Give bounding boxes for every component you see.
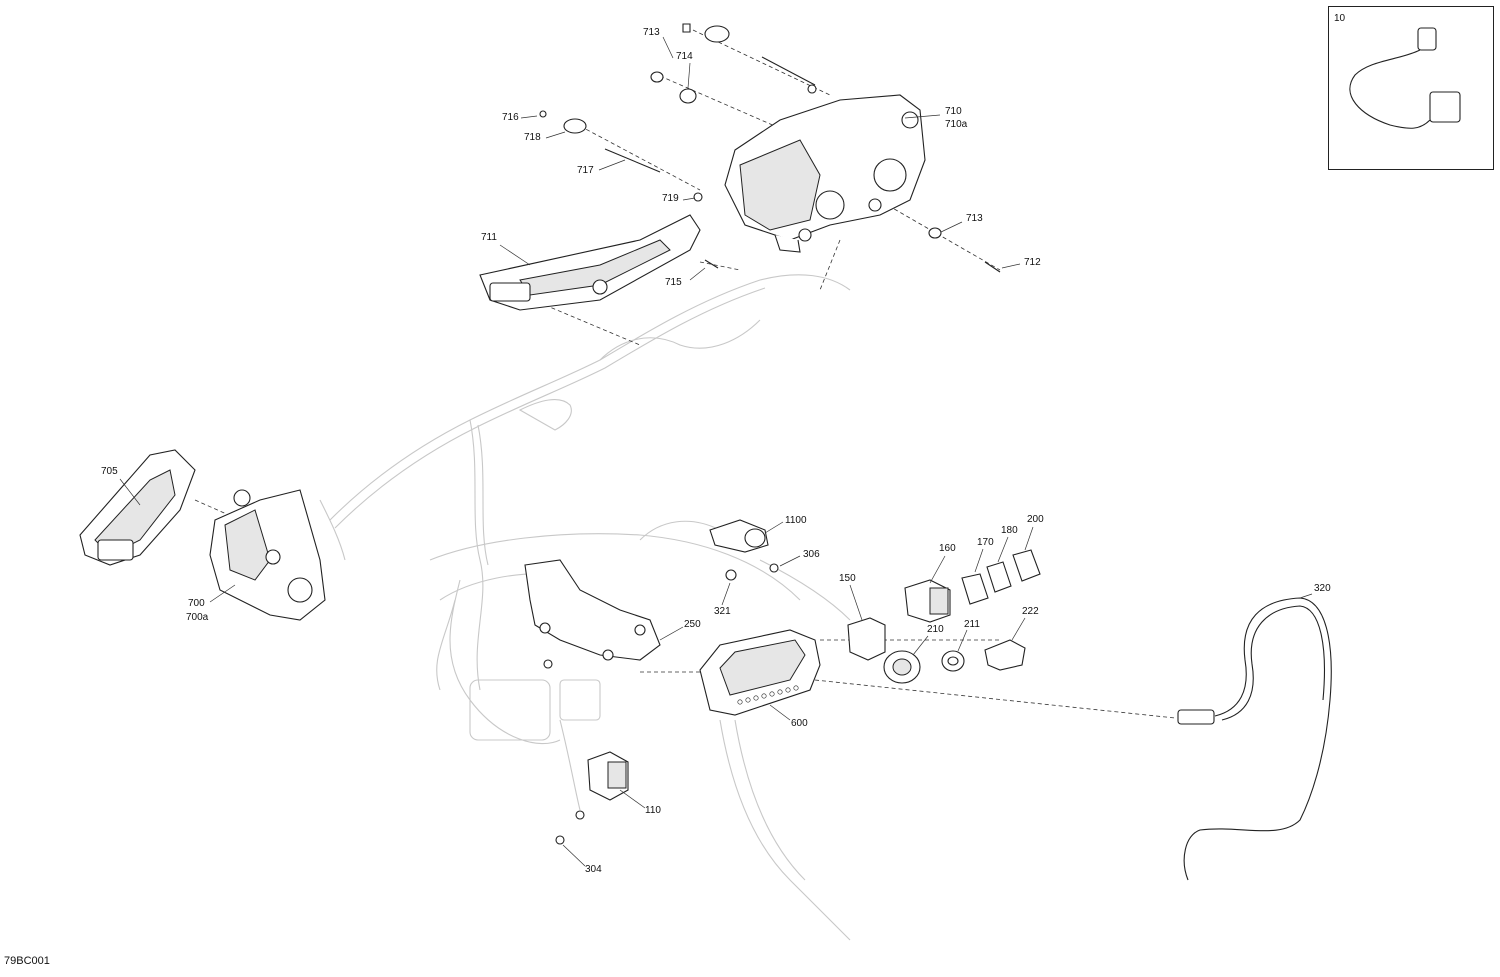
switches: [587, 549, 1041, 801]
callout-160: 160: [939, 543, 956, 554]
round-components: [543, 519, 1026, 845]
callout-705: 705: [101, 466, 118, 477]
leader-lines: [119, 36, 1313, 867]
bracket-250: [524, 559, 661, 661]
callout-700a: 700a: [186, 612, 209, 623]
figure-code: 79BC001: [4, 955, 50, 967]
callout-718: 718: [524, 132, 541, 143]
callout-170: 170: [977, 537, 994, 548]
headlight-700: [209, 489, 326, 621]
bracket-711: [479, 214, 701, 311]
inset-detail-box: 10: [1328, 6, 1494, 170]
callout-713b: 713: [966, 213, 983, 224]
callout-712: 712: [1024, 257, 1041, 268]
display-600: [699, 629, 821, 716]
callout-321: 321: [714, 606, 731, 617]
fasteners: [539, 23, 1001, 273]
callout-320: 320: [1314, 583, 1331, 594]
callout-713: 713: [643, 27, 660, 38]
callout-1100: 1100: [785, 515, 807, 526]
callout-180: 180: [1001, 525, 1018, 536]
callout-200: 200: [1027, 514, 1044, 525]
wiring-harness-background: [319, 274, 851, 941]
callout-717: 717: [577, 165, 594, 176]
callout-714: 714: [676, 51, 693, 62]
callout-710a: 710a: [945, 119, 968, 130]
callout-110: 110: [645, 805, 661, 816]
headlight-housing-710: [724, 94, 926, 253]
callout-700: 700: [188, 598, 205, 609]
callout-222: 222: [1022, 606, 1039, 617]
inset-harness-drawing: [1349, 27, 1461, 129]
callout-715: 715: [665, 277, 682, 288]
callout-711: 711: [481, 232, 497, 243]
callout-306: 306: [803, 549, 820, 560]
bracket-705: [79, 449, 196, 566]
callout-719: 719: [662, 193, 679, 204]
callout-716: 716: [502, 112, 519, 123]
callout-600: 600: [791, 718, 808, 729]
callout-211: 211: [964, 619, 980, 630]
harness-320: [1177, 597, 1332, 881]
callout-304: 304: [585, 864, 602, 875]
callout-150: 150: [839, 573, 856, 584]
callout-710: 710: [945, 106, 962, 117]
inset-label: 10: [1334, 13, 1346, 24]
callout-250: 250: [684, 619, 701, 630]
callout-210: 210: [927, 624, 944, 635]
